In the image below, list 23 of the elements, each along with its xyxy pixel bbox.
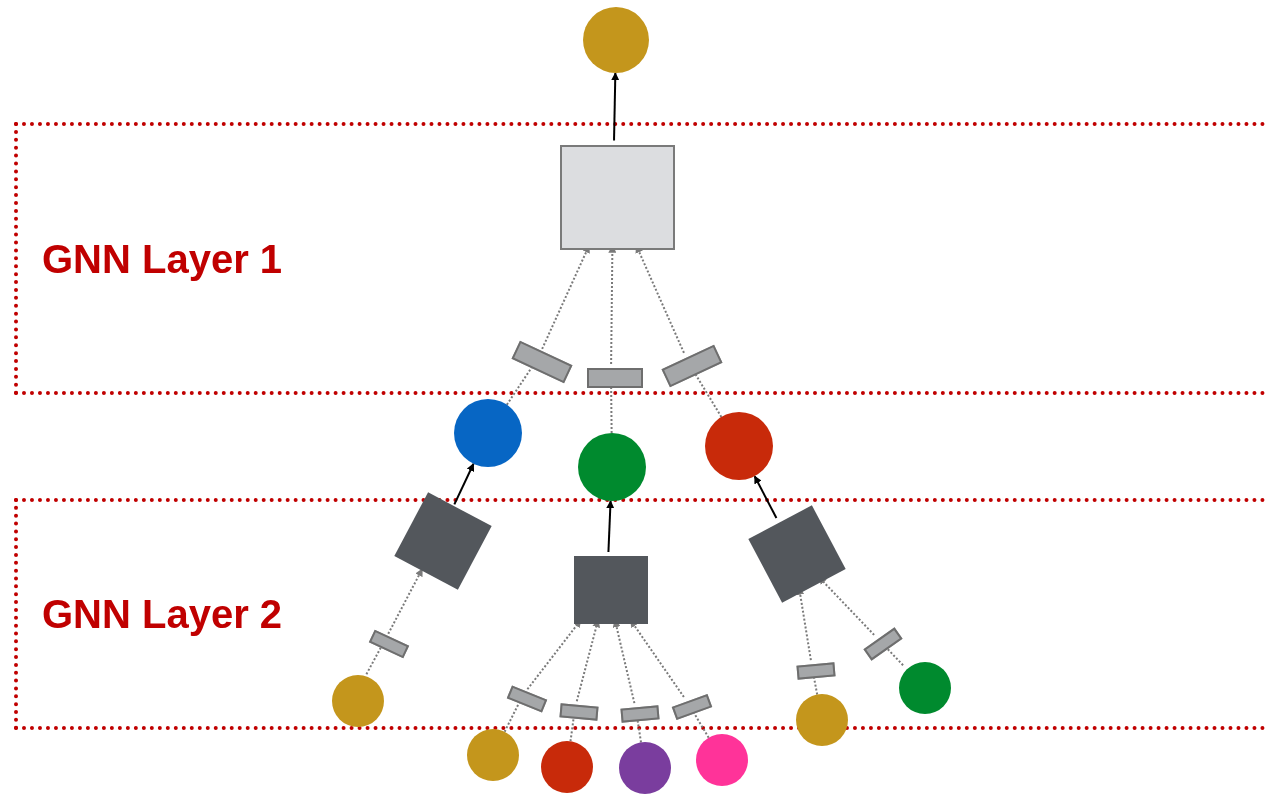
graph-node-circle — [332, 675, 384, 727]
graph-node-circle — [696, 734, 748, 786]
aggregation-square — [559, 144, 675, 250]
arrow — [611, 72, 620, 142]
layer-band — [14, 122, 1266, 395]
message-rect — [620, 705, 660, 723]
graph-node-circle — [796, 694, 848, 746]
graph-node-circle — [578, 433, 646, 501]
graph-node-circle — [467, 729, 519, 781]
message-rect — [559, 703, 599, 721]
aggregation-square — [574, 556, 648, 624]
graph-node-circle — [541, 741, 593, 793]
message-rect — [796, 662, 836, 680]
message-rect — [587, 368, 643, 388]
graph-node-circle — [899, 662, 951, 714]
graph-node-circle — [619, 742, 671, 794]
arrow — [453, 462, 475, 506]
arrow — [753, 475, 778, 520]
layer-label: GNN Layer 1 — [42, 236, 283, 282]
arrow — [387, 567, 424, 635]
layer-label: GNN Layer 2 — [42, 592, 283, 637]
connector-line — [365, 645, 383, 676]
arrow — [606, 499, 615, 553]
